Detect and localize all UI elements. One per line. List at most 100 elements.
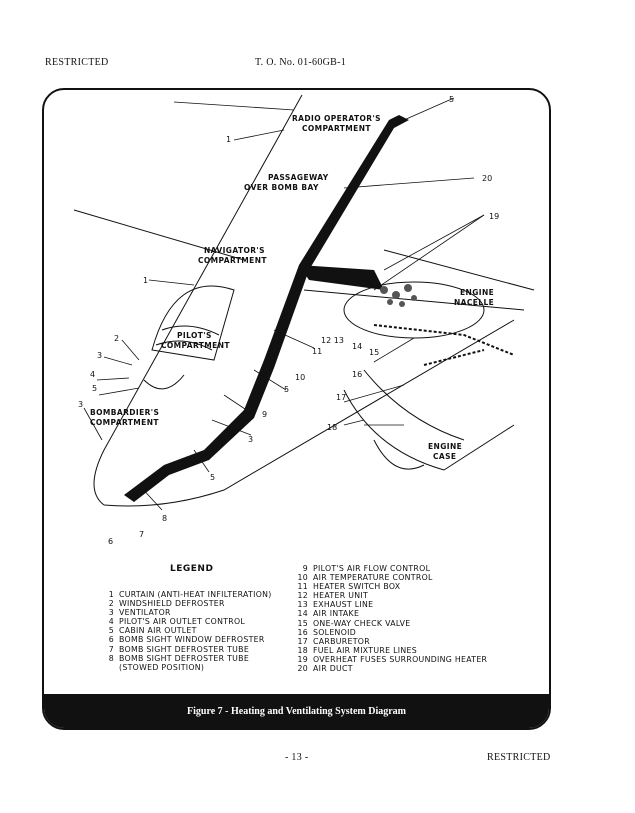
callout-1: 1 bbox=[143, 276, 148, 285]
callout-18: 18 bbox=[327, 423, 337, 432]
legend-item: 1 CURTAIN (ANTI-HEAT INFILTERATION) bbox=[100, 590, 272, 599]
legend-item-text: CURTAIN (ANTI-HEAT INFILTERATION) bbox=[119, 590, 272, 599]
callout-16: 16 bbox=[352, 370, 362, 379]
legend-item-text: OVERHEAT FUSES SURROUNDING HEATER bbox=[313, 654, 488, 664]
legend-item-text: PILOT'S AIR FLOW CONTROL bbox=[313, 564, 431, 573]
label-engine-case-1: ENGINE bbox=[428, 442, 462, 451]
legend-item-text: BOMB SIGHT DEFROSTER TUBE bbox=[119, 644, 250, 654]
callout-3: 3 bbox=[78, 400, 83, 409]
callout-19: 19 bbox=[489, 212, 499, 221]
legend-item: (STOWED POSITION) bbox=[100, 663, 272, 672]
callout-17: 17 bbox=[336, 393, 346, 402]
legend-item: 15 ONE-WAY CHECK VALVE bbox=[294, 619, 487, 628]
callout-6: 6 bbox=[108, 537, 113, 546]
fuselage-bottom-outline bbox=[103, 319, 515, 507]
callout-5: 5 bbox=[284, 385, 289, 394]
overheat-fuses bbox=[380, 284, 417, 307]
legend-item-text: VENTILATOR bbox=[119, 608, 171, 618]
callout-11: 11 bbox=[312, 347, 322, 356]
footer-restricted: RESTRICTED bbox=[487, 752, 551, 763]
header-document-number: T. O. No. 01-60GB-1 bbox=[255, 57, 347, 68]
figure-caption: Figure 7 - Heating and Ventilating Syste… bbox=[44, 694, 549, 728]
legend-item-text: SOLENOID bbox=[313, 627, 357, 637]
air-duct bbox=[124, 115, 409, 502]
legend-item-number: 15 bbox=[297, 618, 308, 628]
legend-item-number: 8 bbox=[108, 653, 114, 663]
heater-unit bbox=[299, 265, 384, 290]
legend-item-text: HEATER SWITCH BOX bbox=[313, 582, 401, 592]
callout-5: 5 bbox=[92, 384, 97, 393]
legend-item: 7 BOMB SIGHT DEFROSTER TUBE bbox=[100, 645, 272, 654]
callout-4: 4 bbox=[90, 370, 95, 379]
fuselage-top-outline bbox=[93, 94, 303, 506]
legend-item: 3 VENTILATOR bbox=[100, 608, 272, 617]
callout-1: 1 bbox=[226, 135, 231, 144]
label-radio-operator-compartment: COMPARTMENT bbox=[302, 124, 371, 133]
legend-title: LEGEND bbox=[170, 564, 214, 574]
label-bombardier: BOMBARDIER'S bbox=[90, 408, 159, 417]
page-number: - 13 - bbox=[285, 752, 309, 763]
legend-item-text: ONE-WAY CHECK VALVE bbox=[313, 618, 411, 628]
callout-5: 5 bbox=[449, 95, 454, 104]
legend-item-text: EXHAUST LINE bbox=[313, 600, 374, 610]
legend-item-text: HEATER UNIT bbox=[313, 591, 369, 601]
legend-item-number: 5 bbox=[108, 626, 114, 636]
legend-item-number: 7 bbox=[108, 644, 114, 654]
legend-item-number: 16 bbox=[297, 627, 308, 637]
callout-5: 5 bbox=[210, 473, 215, 482]
callout-14: 14 bbox=[352, 342, 362, 351]
legend-item: 19 OVERHEAT FUSES SURROUNDING HEATER bbox=[294, 655, 487, 664]
legend-item: 11 HEATER SWITCH BOX bbox=[294, 582, 487, 591]
legend-item: 4 PILOT'S AIR OUTLET CONTROL bbox=[100, 617, 272, 626]
callout-2: 2 bbox=[114, 334, 119, 343]
legend-item-number bbox=[100, 663, 114, 672]
legend-item: 6 BOMB SIGHT WINDOW DEFROSTER bbox=[100, 635, 272, 644]
legend-item: 13 EXHAUST LINE bbox=[294, 600, 487, 609]
label-bombardier-compartment: COMPARTMENT bbox=[90, 418, 159, 427]
legend-item-text: FUEL AIR MIXTURE LINES bbox=[313, 645, 417, 655]
figure-frame: RADIO OPERATOR'S COMPARTMENT PASSAGEWAY … bbox=[42, 88, 551, 730]
label-engine: ENGINE bbox=[460, 288, 494, 297]
legend-item: 8 BOMB SIGHT DEFROSTER TUBE bbox=[100, 654, 272, 663]
legend-item: 17 CARBURETOR bbox=[294, 637, 487, 646]
callout-20: 20 bbox=[482, 174, 492, 183]
legend-item-number: 19 bbox=[297, 654, 308, 664]
legend-item-text: PILOT'S AIR OUTLET CONTROL bbox=[119, 617, 246, 627]
legend-item-number: 3 bbox=[108, 608, 114, 618]
fuel-air-mixture-lines bbox=[373, 324, 515, 356]
legend-item-number: 11 bbox=[297, 582, 308, 592]
legend-item-number: 6 bbox=[108, 635, 114, 645]
legend-item-number: 17 bbox=[297, 636, 308, 646]
label-radio-operator: RADIO OPERATOR'S bbox=[292, 114, 381, 123]
legend-item-number: 4 bbox=[108, 617, 114, 627]
legend-item-number: 12 bbox=[297, 591, 308, 601]
legend-item-number: 20 bbox=[297, 664, 308, 674]
legend-item-text: AIR DUCT bbox=[313, 664, 353, 674]
label-pilot: PILOT'S bbox=[177, 331, 212, 340]
legend-item: 12 HEATER UNIT bbox=[294, 591, 487, 600]
legend-item-text: CABIN AIR OUTLET bbox=[119, 626, 197, 636]
callout-10: 10 bbox=[295, 373, 305, 382]
legend-item-number: 1 bbox=[108, 590, 114, 599]
legend-item: 16 SOLENOID bbox=[294, 628, 487, 637]
legend-item-text: AIR TEMPERATURE CONTROL bbox=[313, 573, 433, 583]
heating-system-diagram: RADIO OPERATOR'S COMPARTMENT PASSAGEWAY … bbox=[73, 94, 535, 546]
callout-9: 9 bbox=[262, 410, 267, 419]
callout-8: 8 bbox=[162, 514, 167, 523]
legend-item-text: BOMB SIGHT DEFROSTER TUBE bbox=[119, 653, 250, 663]
legend-item-text: CARBURETOR bbox=[313, 636, 370, 646]
label-over-bomb-bay: OVER BOMB BAY bbox=[244, 183, 319, 192]
legend-item-text: (STOWED POSITION) bbox=[119, 662, 205, 672]
legend-item-number: 13 bbox=[297, 600, 308, 610]
header-restricted: RESTRICTED bbox=[45, 57, 109, 68]
callout-12-13: 12 13 bbox=[321, 336, 344, 345]
callout-15: 15 bbox=[369, 348, 379, 357]
label-nacelle: NACELLE bbox=[454, 298, 494, 307]
legend-item-text: BOMB SIGHT WINDOW DEFROSTER bbox=[119, 635, 265, 645]
legend-item-text: AIR INTAKE bbox=[313, 609, 360, 619]
callout-3: 3 bbox=[97, 351, 102, 360]
